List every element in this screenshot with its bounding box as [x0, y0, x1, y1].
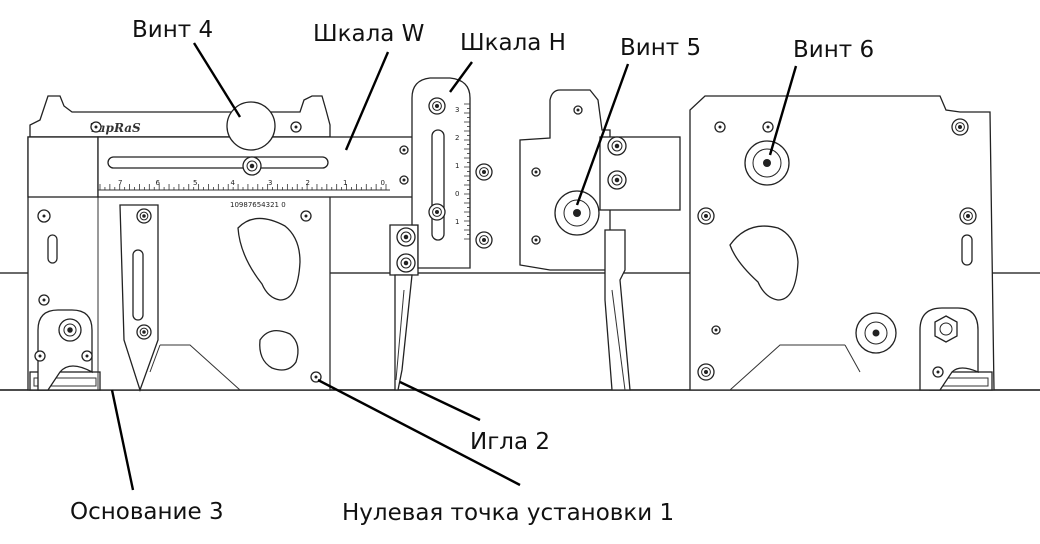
needle-2 [394, 274, 413, 391]
screw-icon [573, 105, 583, 115]
screw-5 [554, 190, 600, 236]
scale-h-number: 0 [455, 190, 459, 198]
screw-icon [531, 235, 541, 245]
scale-w-number: 1 [343, 179, 347, 187]
screw-icon [531, 167, 541, 177]
scale-w-number: 6 [156, 179, 161, 187]
screw-icon [428, 97, 446, 115]
leader-shkala-h [449, 61, 473, 93]
right-inner-body [519, 89, 681, 391]
screw-icon [475, 231, 493, 249]
screw-icon [136, 324, 152, 340]
screws [34, 97, 977, 383]
leader-osnovanie3 [110, 389, 135, 491]
screw-icon [711, 325, 721, 335]
scale-h-number: 1 [455, 162, 459, 170]
screw-icon [136, 208, 152, 224]
label-vint6: Винт 6 [793, 37, 874, 63]
label-vint5: Винт 5 [620, 35, 701, 61]
screw-icon [242, 156, 262, 176]
screw-icon [428, 203, 446, 221]
leader-vint4 [192, 42, 242, 118]
scale-w-number: 5 [193, 179, 197, 187]
scale-w-number: 7 [118, 179, 122, 187]
scale-w-number: 0 [381, 179, 385, 187]
screw-icon [951, 118, 969, 136]
leader-shkala-w [344, 51, 390, 151]
screw-lower-right [855, 312, 897, 354]
screw-icon [34, 350, 46, 362]
scale-h-number: 2 [455, 134, 459, 142]
screw-icon [90, 121, 102, 133]
leader-vint5 [575, 63, 630, 206]
scale-h-number: 3 [455, 106, 459, 114]
label-osnovanie3: Основание 3 [70, 499, 224, 525]
screw-icon [714, 121, 726, 133]
scale-h-number: 1 [455, 218, 459, 226]
screw-icon [959, 207, 977, 225]
screw-icon [396, 227, 416, 247]
scale-w-number: 3 [268, 179, 272, 187]
screw-icon [697, 363, 715, 381]
screw-icon [607, 170, 627, 190]
screw-icon [290, 121, 302, 133]
screw-icon [475, 163, 493, 181]
scale-w-ticks: 7 6 5 4 3 2 1 0 [99, 179, 387, 190]
scale-w-bottom-numbers: 10987654321 0 [230, 201, 286, 209]
right-body [689, 95, 995, 391]
leader-nulevaya1 [317, 378, 521, 487]
label-igla2: Игла 2 [470, 429, 550, 455]
screw-icon [607, 136, 627, 156]
screw-icon [399, 175, 409, 185]
label-nulevaya1: Нулевая точка установки 1 [342, 500, 674, 526]
label-vint4: Винт 4 [132, 17, 213, 43]
label-shkala-h: Шкала Н [460, 30, 566, 56]
label-shkala-w: Шкала W [313, 21, 424, 47]
screw-6 [744, 140, 790, 186]
hex-nut-icon [934, 315, 958, 343]
scale-h-ticks: 3 2 1 0 1 [455, 103, 470, 240]
screw-icon [300, 210, 312, 222]
screw-icon [58, 318, 82, 342]
screw-icon [697, 207, 715, 225]
scale-w-number: 4 [231, 179, 236, 187]
brand-logo: TapRaS [90, 121, 141, 135]
screw-icon [81, 350, 93, 362]
leader-vint6 [768, 65, 798, 156]
screw-icon [37, 209, 51, 223]
screw-icon [932, 366, 944, 378]
screw-icon [38, 294, 50, 306]
scale-w-number: 2 [306, 179, 310, 187]
leader-igla2 [399, 380, 481, 422]
screw-icon [762, 121, 774, 133]
screw-icon [396, 253, 416, 273]
screw-icon [399, 145, 409, 155]
